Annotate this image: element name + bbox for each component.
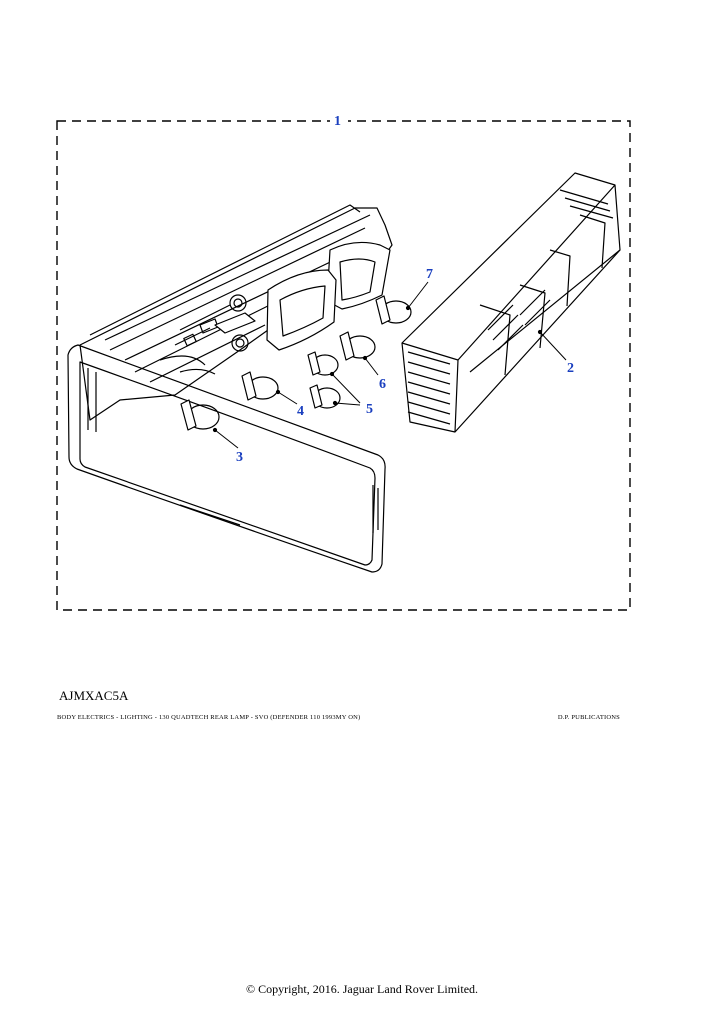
callout-5[interactable]: 5 — [366, 402, 373, 417]
parts-diagram: 1 — [56, 112, 631, 611]
publisher-label: D.P. PUBLICATIONS — [557, 714, 620, 721]
callout-4[interactable]: 4 — [297, 404, 304, 419]
figure-code: AJMXAC5A — [59, 688, 129, 703]
bulb-5a — [307, 351, 339, 376]
bulb-3 — [180, 399, 220, 431]
callout-1[interactable]: 1 — [334, 114, 341, 129]
callout-6[interactable]: 6 — [379, 377, 386, 392]
lamp-body-housing — [79, 204, 393, 421]
callout-2[interactable]: 2 — [567, 361, 574, 376]
bulb-4 — [241, 371, 279, 401]
diagram-caption: BODY ELECTRICS - LIGHTING - 130 QUADTECH… — [57, 714, 361, 721]
reflector-cups — [266, 241, 391, 351]
lamp-lens — [401, 172, 621, 433]
callout-7[interactable]: 7 — [426, 267, 433, 282]
bulb-6 — [339, 331, 376, 361]
copyright-notice: © Copyright, 2016. Jaguar Land Rover Lim… — [245, 982, 479, 996]
bulb-5b — [309, 384, 341, 409]
lamp-gasket — [67, 344, 386, 573]
leader-lines — [212, 281, 567, 449]
bulb-7 — [375, 295, 412, 325]
callout-3[interactable]: 3 — [236, 450, 243, 465]
